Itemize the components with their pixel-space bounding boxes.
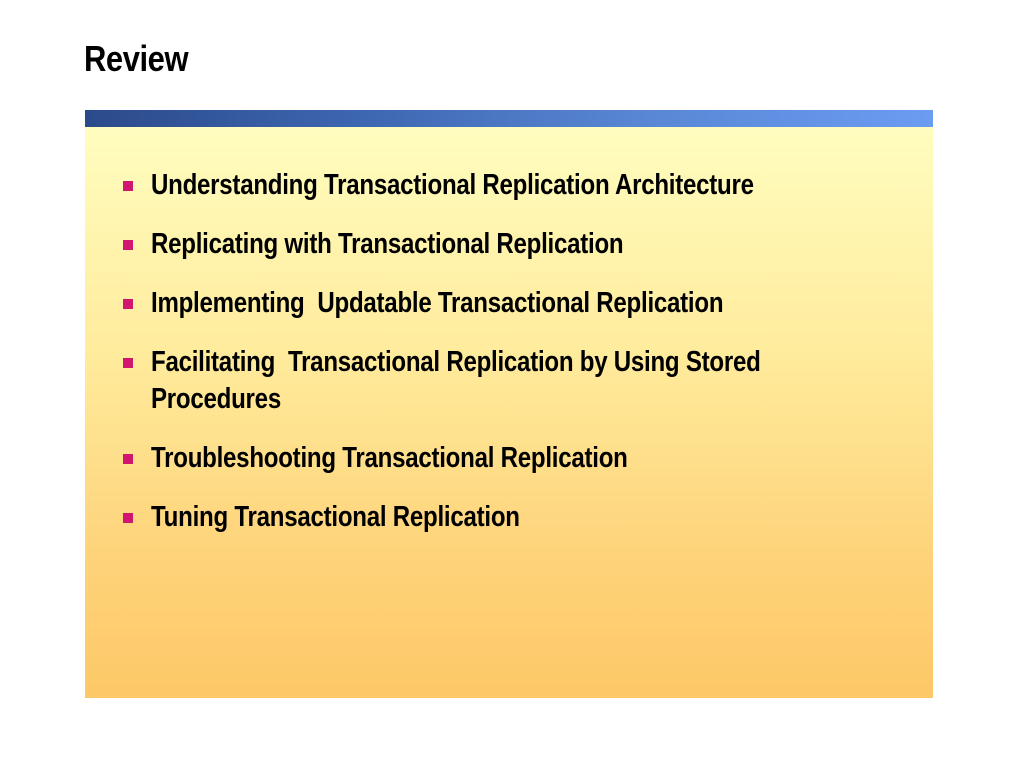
square-bullet-icon: [123, 454, 133, 464]
bullet-item: Implementing Updatable Transactional Rep…: [85, 285, 891, 322]
bullet-item: Troubleshooting Transactional Replicatio…: [85, 440, 891, 477]
bullet-item: Facilitating Transactional Replication b…: [85, 344, 891, 418]
square-bullet-icon: [123, 181, 133, 191]
bullet-text: Understanding Transactional Replication …: [151, 169, 754, 201]
title-accent-bar: [85, 110, 933, 127]
square-bullet-icon: [123, 299, 133, 309]
content-panel: Understanding Transactional Replication …: [85, 127, 933, 698]
bullet-text: Implementing Updatable Transactional Rep…: [151, 287, 724, 319]
square-bullet-icon: [123, 513, 133, 523]
square-bullet-icon: [123, 358, 133, 368]
square-bullet-icon: [123, 240, 133, 250]
bullet-text: Facilitating Transactional Replication b…: [151, 346, 761, 415]
bullet-item: Replicating with Transactional Replicati…: [85, 226, 891, 263]
bullet-list: Understanding Transactional Replication …: [85, 167, 933, 558]
bullet-text: Replicating with Transactional Replicati…: [151, 228, 624, 260]
bullet-item: Understanding Transactional Replication …: [85, 167, 891, 204]
slide-title: Review: [84, 38, 189, 79]
bullet-text: Troubleshooting Transactional Replicatio…: [151, 442, 628, 474]
bullet-text: Tuning Transactional Replication: [151, 501, 520, 533]
bullet-item: Tuning Transactional Replication: [85, 499, 891, 536]
